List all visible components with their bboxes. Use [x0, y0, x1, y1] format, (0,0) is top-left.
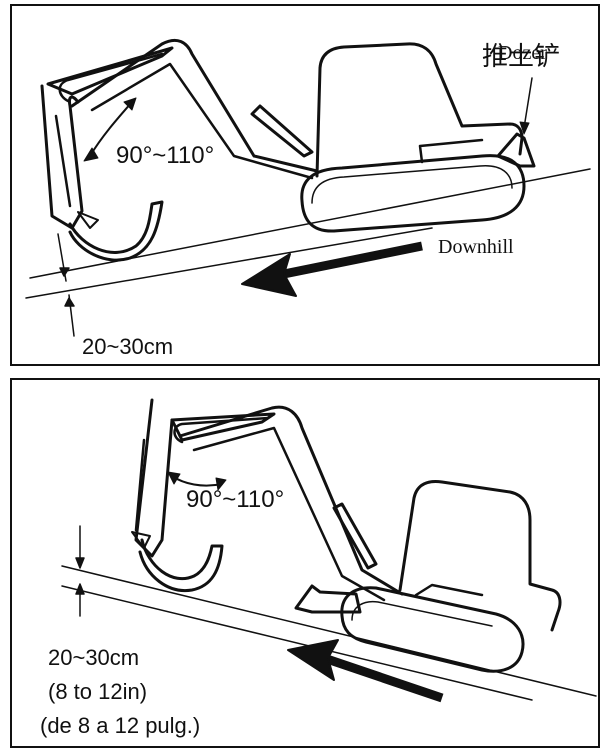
arm: [46, 46, 174, 96]
arm: [170, 412, 276, 442]
cab: [315, 42, 524, 178]
dozer-pointer-icon: [523, 77, 533, 129]
bucket: [68, 200, 164, 262]
angle-label: 90°~110°: [186, 486, 285, 513]
boom: [178, 405, 404, 596]
diagram-panel-downhill-bottom: 90°~110° 20~30cm (8 to 12in) (de 8 a 12 …: [10, 378, 600, 748]
arm-stick: [40, 84, 84, 230]
arm-stick: [134, 398, 174, 558]
dimension-arrows-icon: [75, 525, 85, 617]
dozer-label-en: Dozer: [498, 42, 547, 64]
top-diagram-drawing: [25, 38, 591, 337]
diagram-panel-downhill-top: 90°~110° 20~30cm 推土铲 Dozer Downhill: [10, 4, 600, 366]
boom: [70, 38, 319, 173]
dimension-arrows-icon: [57, 233, 75, 337]
cab: [398, 480, 562, 632]
angle-arc-icon: [83, 97, 137, 162]
bucket: [138, 538, 224, 593]
ground-line-upper: [61, 565, 597, 697]
bottom-diagram-drawing: [61, 398, 597, 703]
arrow-left-icon: [287, 639, 444, 703]
angle-arc-icon: [167, 471, 227, 491]
boom-cylinder: [250, 104, 314, 158]
angle-label: 90°~110°: [116, 142, 215, 169]
clearance-label-inches: (8 to 12in): [48, 679, 148, 704]
dozer-label-cn: 推土铲: [482, 41, 561, 71]
clearance-label: 20~30cm: [82, 334, 174, 359]
excavator-icon: [40, 38, 536, 262]
clearance-label-spanish: (de 8 a 12 pulg.): [40, 713, 201, 738]
ground-line-lower: [61, 585, 533, 701]
dozer-blade: [294, 584, 362, 614]
ground-line-lower: [25, 227, 433, 299]
excavator-icon: [131, 398, 562, 673]
arrow-left-icon: [241, 241, 423, 297]
track: [300, 154, 526, 233]
track: [340, 586, 525, 673]
clearance-label-metric: 20~30cm: [48, 645, 140, 670]
direction-label: Downhill: [438, 236, 514, 258]
dozer-blade: [496, 132, 536, 168]
boom-cylinder: [332, 502, 378, 570]
